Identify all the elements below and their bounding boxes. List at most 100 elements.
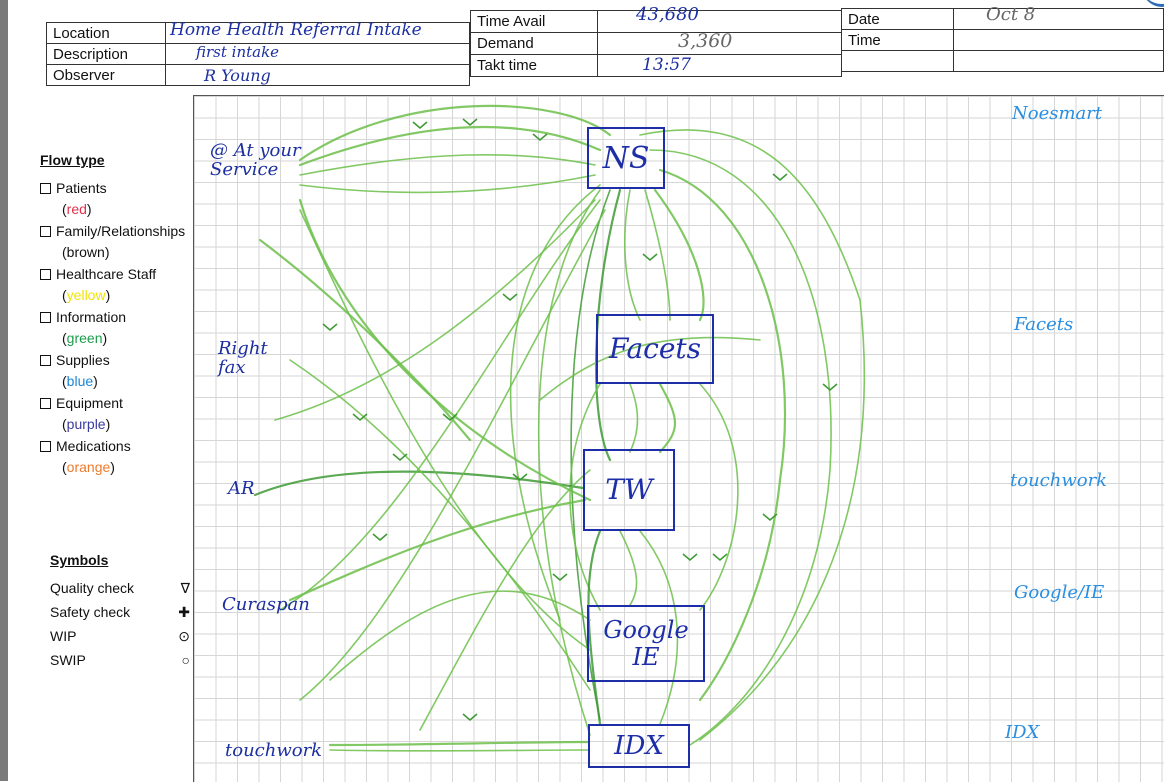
legend-item: Family/Relationships bbox=[40, 221, 190, 243]
flow-line bbox=[299, 174, 596, 194]
symbol-item: SWIP ○ bbox=[50, 648, 190, 672]
legend-item: Information bbox=[40, 307, 190, 329]
flow-line bbox=[253, 470, 585, 497]
legend-color-name: brown bbox=[66, 244, 105, 260]
flow-line bbox=[649, 149, 832, 746]
flow-arrow bbox=[412, 121, 428, 130]
legend-item: Healthcare Staff bbox=[40, 264, 190, 286]
flow-arrow bbox=[392, 453, 408, 462]
flow-arrow bbox=[322, 323, 338, 332]
observer-value: R Young bbox=[204, 66, 271, 85]
legend-item: Patients bbox=[40, 178, 190, 200]
source-touchwork: touchwork bbox=[225, 740, 323, 761]
flow-line bbox=[658, 168, 787, 702]
legend-item: Equipment bbox=[40, 393, 190, 415]
symbols-title: Symbols bbox=[50, 552, 109, 568]
flow-line bbox=[644, 189, 671, 321]
date-value: Oct 8 bbox=[986, 4, 1036, 25]
flow-line bbox=[639, 129, 866, 741]
location-value: Home Health Referral Intake bbox=[170, 20, 422, 40]
checkbox-icon bbox=[40, 311, 51, 323]
flow-line bbox=[653, 188, 705, 322]
flow-line bbox=[658, 382, 676, 454]
flow-line bbox=[298, 198, 592, 502]
legend-item-color: (blue) bbox=[62, 373, 98, 389]
node-tw: TW bbox=[583, 449, 675, 531]
flow-line bbox=[279, 199, 601, 611]
legend-item-color: (green) bbox=[62, 330, 108, 346]
node-facets: Facets bbox=[596, 314, 714, 384]
right-label-ns: Noesmart bbox=[1012, 103, 1103, 124]
flow-arrow bbox=[712, 553, 728, 562]
source-ar: AR bbox=[228, 478, 255, 499]
legend-item-color: (orange) bbox=[62, 459, 115, 475]
flow-line bbox=[274, 199, 596, 421]
right-label-tw: touchwork bbox=[1010, 470, 1108, 491]
source-at-your-service: @ At your Service bbox=[210, 140, 301, 180]
legend-color-name: orange bbox=[66, 459, 111, 475]
legend-item-label: Equipment bbox=[56, 394, 123, 411]
observer-cell bbox=[165, 64, 470, 86]
symbol-label: Quality check bbox=[50, 580, 135, 596]
flow-line bbox=[569, 383, 601, 611]
symbol-item: Safety check✚ bbox=[50, 600, 190, 624]
source-right-fax: Right fax bbox=[218, 338, 268, 378]
node-ns: NS bbox=[587, 127, 665, 189]
legend-item-label: Family/Relationships bbox=[56, 222, 186, 239]
flow-line bbox=[258, 238, 472, 442]
symbol-item: WIP⊙ bbox=[50, 624, 190, 648]
flow-line bbox=[624, 189, 641, 321]
flow-arrow bbox=[552, 573, 568, 582]
right-label-facets: Facets bbox=[1014, 314, 1074, 335]
symbol-glyph-icon: ○ bbox=[181, 652, 190, 668]
symbol-glyph-icon: ∇ bbox=[180, 579, 190, 596]
node-google-ie: Google IE bbox=[587, 605, 705, 682]
header-table: Location Description Observer Time Avail… bbox=[46, 4, 1164, 86]
symbol-item: Quality check ∇ bbox=[50, 576, 190, 600]
legend-item: Supplies bbox=[40, 350, 190, 372]
symbol-label: SWIP bbox=[50, 652, 86, 668]
legend-item-label: Medications bbox=[56, 437, 131, 454]
flow-line bbox=[299, 209, 606, 701]
symbol-glyph-icon: ✚ bbox=[178, 603, 190, 620]
flow-arrow bbox=[352, 413, 368, 422]
legend-item-label: Healthcare Staff bbox=[56, 265, 157, 282]
flow-line bbox=[288, 498, 587, 602]
legend-item-color: (brown) bbox=[62, 244, 110, 260]
flow-line bbox=[537, 189, 601, 736]
flow-arrow bbox=[502, 293, 518, 302]
checkbox-icon bbox=[40, 225, 51, 237]
symbol-glyph-icon: ⊙ bbox=[178, 627, 190, 644]
flow-line bbox=[298, 125, 602, 167]
source-curaspan: Curaspan bbox=[222, 594, 310, 615]
legend-color-name: yellow bbox=[66, 287, 106, 303]
flow-arrow bbox=[822, 383, 838, 392]
legend-item-color: (yellow) bbox=[62, 287, 111, 303]
time-avail-value: 43,680 bbox=[636, 4, 699, 25]
demand-value: 3,360 bbox=[678, 30, 733, 52]
flow-arrow bbox=[532, 133, 548, 142]
legend-title: Flow type bbox=[40, 152, 105, 168]
legend-item-label: Information bbox=[56, 308, 127, 325]
flow-arrow bbox=[682, 553, 698, 562]
flow-arrow bbox=[462, 118, 478, 127]
legend-item-color: (red) bbox=[62, 201, 92, 217]
checkbox-icon bbox=[40, 354, 51, 366]
flow-arrow bbox=[372, 533, 388, 542]
flow-line bbox=[639, 530, 679, 725]
flow-arrow bbox=[442, 413, 458, 422]
takt-value: 13:57 bbox=[642, 55, 691, 75]
description-value: first intake bbox=[196, 43, 280, 61]
legend-item: Medications bbox=[40, 436, 190, 458]
flow-line bbox=[570, 189, 611, 721]
flow-line bbox=[419, 469, 591, 731]
legend-color-name: blue bbox=[66, 373, 94, 389]
flow-line bbox=[299, 153, 596, 176]
flow-line bbox=[298, 104, 612, 162]
checkbox-icon bbox=[40, 440, 51, 452]
flow-line bbox=[539, 336, 761, 401]
spaghetti-grid bbox=[193, 95, 1164, 782]
flow-line bbox=[699, 383, 739, 611]
flow-arrow bbox=[762, 513, 778, 522]
flow-line bbox=[629, 383, 639, 453]
